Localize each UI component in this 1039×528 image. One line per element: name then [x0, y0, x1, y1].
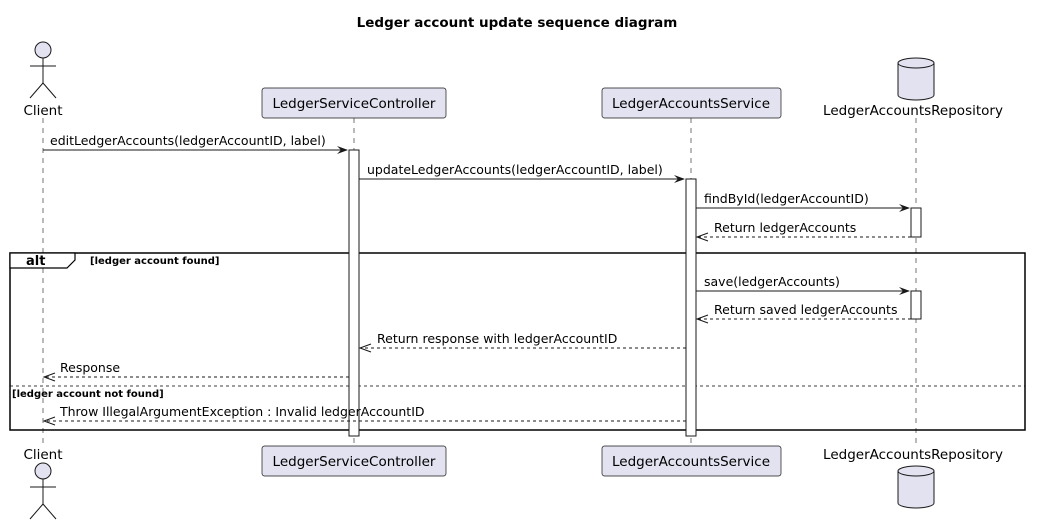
fragment-guard-found: [ledger account found]: [90, 256, 219, 267]
fragment-tag-box: [9, 252, 76, 269]
alt-fragment: alt [ledger account found] [ledger accou…: [9, 252, 1026, 431]
message-label: Return response with ledgerAccountID: [377, 331, 617, 346]
diagram-title: Ledger account update sequence diagram: [357, 15, 678, 31]
activation-repo-save: [910, 290, 922, 320]
database-icon: [897, 465, 935, 509]
participant-label: Client: [23, 447, 62, 463]
activation-controller: [348, 149, 360, 437]
actor-icon: [29, 462, 57, 520]
participant-label: LedgerServiceController: [273, 96, 436, 112]
message-return-response: Return response with ledgerAccountID: [358, 331, 686, 353]
participant-controller-top: LedgerServiceController: [261, 87, 447, 119]
message-find-by-id: findById(ledgerAccountID): [696, 191, 910, 212]
participant-label: LedgerAccountsService: [612, 96, 770, 112]
participant-label: LedgerAccountsService: [612, 454, 770, 470]
participant-label: LedgerServiceController: [273, 454, 436, 470]
message-response: Response: [42, 360, 349, 382]
fragment-guard-not-found: [ledger account not found]: [12, 389, 164, 400]
message-update-ledger-accounts: updateLedgerAccounts(ledgerAccountID, la…: [359, 162, 685, 183]
message-return-ledger-accounts: Return ledgerAccounts: [695, 220, 911, 242]
participant-client-bottom: Client: [23, 447, 63, 520]
message-label: Return ledgerAccounts: [714, 220, 856, 235]
message-label: Response: [60, 360, 120, 375]
participant-controller-bottom: LedgerServiceController: [261, 445, 447, 477]
participant-label: LedgerAccountsRepository: [823, 447, 1003, 463]
message-label: save(ledgerAccounts): [704, 274, 840, 289]
message-label: findById(ledgerAccountID): [704, 191, 869, 206]
activation-repo-find: [910, 207, 922, 238]
message-edit-ledger-accounts: editLedgerAccounts(ledgerAccountID, labe…: [43, 133, 348, 154]
message-label: Throw IllegalArgumentException : Invalid…: [59, 404, 425, 419]
database-icon: [897, 57, 935, 101]
message-label: Return saved ledgerAccounts: [714, 302, 897, 317]
participant-service-bottom: LedgerAccountsService: [601, 445, 782, 477]
message-return-saved-ledger-accounts: Return saved ledgerAccounts: [695, 302, 911, 324]
message-save: save(ledgerAccounts): [696, 274, 910, 295]
activation-service: [685, 178, 697, 437]
message-label: updateLedgerAccounts(ledgerAccountID, la…: [367, 162, 663, 177]
participant-repo-bottom: LedgerAccountsRepository: [823, 447, 1003, 509]
actor-icon: [29, 41, 57, 99]
message-throw-exception: Throw IllegalArgumentException : Invalid…: [42, 404, 686, 426]
participant-label: Client: [23, 103, 62, 119]
participant-repo-top: LedgerAccountsRepository: [823, 57, 1003, 119]
participant-service-top: LedgerAccountsService: [601, 87, 782, 119]
participant-label: LedgerAccountsRepository: [823, 103, 1003, 119]
participant-client-top: Client: [23, 41, 63, 119]
fragment-operator: alt: [26, 254, 45, 269]
message-label: editLedgerAccounts(ledgerAccountID, labe…: [50, 133, 326, 148]
